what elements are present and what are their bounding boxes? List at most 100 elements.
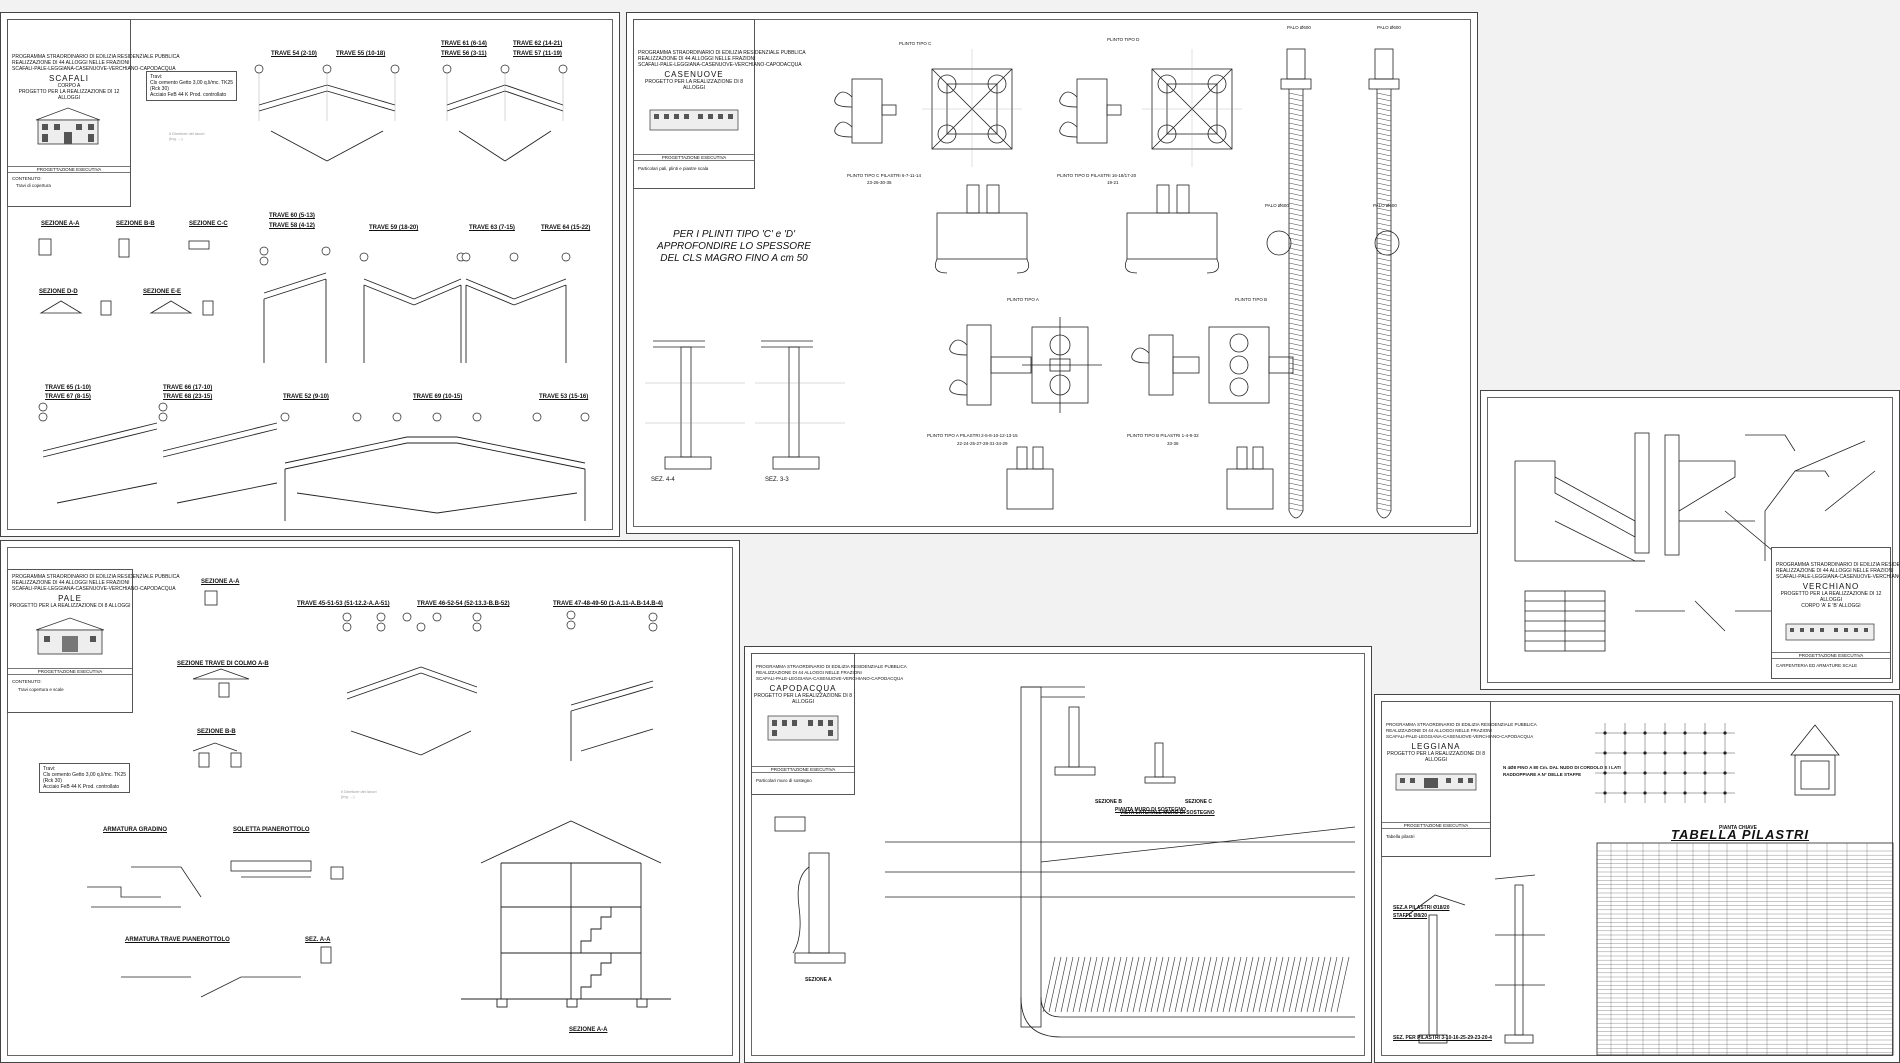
section-label: SEZIONE A-A	[41, 221, 80, 227]
sheet-border	[1487, 397, 1893, 683]
beam-label: TRAVE 58 (4-12)	[269, 223, 315, 229]
title-content: Particolari muro di sostegno	[756, 778, 812, 783]
building-thumbnail	[767, 715, 839, 741]
detail-label: SEZ. A-A	[305, 937, 331, 943]
plinth-label: PLINTO TIPO B	[1235, 297, 1268, 302]
section-label: SEZIONE C	[1185, 799, 1212, 805]
title-line: PROGRAMMA STRAORDINARIO DI EDILIZIA RESI…	[12, 574, 180, 580]
title-block: PROGRAMMA STRAORDINARIO DI EDILIZIA RESI…	[7, 19, 180, 207]
beam-label: TRAVE 54 (2-10)	[271, 51, 317, 57]
title-line: REALIZZAZIONE DI 44 ALLOGGI NELLE FRAZIO…	[1386, 728, 1492, 733]
title-line: SCAFALI-PALE-LEGGIANA-CASENUOVE-VERCHIAN…	[12, 586, 176, 592]
section-label: SEZIONE B-B	[197, 729, 236, 735]
note-line: RADDOPPIARE A N° DELLE STAFFE	[1503, 772, 1582, 777]
beam-label: TRAVE 45-51-53 (51-12.2-A.A-51)	[297, 601, 390, 607]
column-label: SEZ.A PILASTRI Ø18/20	[1393, 905, 1450, 911]
plinth-label: 33-36	[1167, 441, 1179, 446]
section-label: PIANTA MURO DI SOSTEGNO	[1115, 807, 1186, 813]
title-town: VERCHIANO	[1802, 582, 1860, 591]
detail-label: ARMATURA TRAVE PIANEROTTOLO	[125, 937, 230, 943]
plinth-section-drawing	[934, 184, 1220, 274]
title-line: PROGRAMMA STRAORDINARIO DI EDILIZIA RESI…	[638, 50, 806, 56]
section-label: SEZIONE E-E	[143, 289, 182, 295]
building-thumbnail	[1785, 623, 1875, 641]
title-block: PROGRAMMA STRAORDINARIO DI EDILIZIA RESI…	[7, 569, 180, 713]
drawing-sheet-scafali: PROGRAMMA STRAORDINARIO DI EDILIZIA RESI…	[0, 12, 620, 537]
beam-label: TRAVE 68 (23-15)	[163, 394, 213, 400]
title-line: SCAFALI-PALE-LEGGIANA-CASENUOVE-VERCHIAN…	[638, 62, 802, 68]
plinth-plan-drawing	[834, 49, 1242, 167]
note-line: Il Direttore dei lavori	[341, 789, 377, 794]
beam-label: TRAVE 59 (18-20)	[369, 225, 419, 231]
section-label: SEZIONE B	[1095, 799, 1122, 805]
plinth-section-drawing	[1006, 446, 1274, 510]
sheet-border	[1381, 701, 1893, 1056]
section-label: SEZ. 3-3	[765, 477, 789, 483]
title-content: Travi copertura e scale	[18, 687, 64, 692]
title-line: REALIZZAZIONE DI 44 ALLOGGI NELLE FRAZIO…	[12, 580, 130, 586]
title-project: PROGETTO PER LA REALIZZAZIONE DI 8 ALLOG…	[645, 79, 743, 91]
plinth-label: PLINTO TIPO A	[1007, 297, 1039, 302]
drawing-sheet-capodacqua: PROGRAMMA STRAORDINARIO DI EDILIZIA RESI…	[744, 646, 1372, 1063]
beam-label: TRAVE 56 (3-11)	[441, 51, 487, 57]
column-section-drawing	[1404, 874, 1545, 1044]
note-line: APPROFONDIRE LO SPESSORE	[657, 241, 811, 252]
material-note: Travi: Cls cemento Getto 3,00 q.li/mc. T…	[39, 763, 131, 793]
note-line: N 4Ø8 FINO A 80 Cm. DAL NUDO DI CORDOLO …	[1503, 765, 1621, 770]
plinth-label: PLINTO TIPO A PILASTRI 2-5-8-10-12-13-15	[927, 433, 1018, 438]
title-line: REALIZZAZIONE DI 44 ALLOGGI NELLE FRAZIO…	[638, 56, 756, 62]
detail-label: ARMATURA GRADINO	[103, 827, 167, 833]
section-label: SEZIONE A-A	[201, 579, 240, 585]
title-line: REALIZZAZIONE DI 44 ALLOGGI NELLE FRAZIO…	[1776, 568, 1894, 574]
beam-label: TRAVE 69 (10-15)	[413, 394, 463, 400]
table-title: TABELLA PILASTRI	[1671, 827, 1810, 842]
title-content: Particolari pali, plinti e piastre scala	[638, 166, 709, 171]
plinth-label: 23-26-30-35	[867, 180, 892, 185]
beam-label: TRAVE 63 (7-15)	[469, 225, 515, 231]
building-thumbnail	[1395, 773, 1477, 791]
section-label: SEZIONE A-A	[569, 1027, 608, 1033]
note-line: (ing. ...)	[341, 794, 355, 799]
note-line: Travi:	[43, 766, 56, 772]
title-block: PROGRAMMA STRAORDINARIO DI EDILIZIA RESI…	[751, 653, 907, 795]
title-line: PROGRAMMA STRAORDINARIO DI EDILIZIA RESI…	[12, 54, 180, 60]
title-town: CASENUOVE	[664, 70, 724, 79]
detail-label: SOLETTA PIANEROTTOLO	[233, 827, 310, 833]
drawing-sheet-leggiana: PROGRAMMA STRAORDINARIO DI EDILIZIA RESI…	[1374, 694, 1900, 1063]
note-line: DEL CLS MAGRO FINO A cm 50	[660, 253, 808, 264]
retaining-wall-drawing	[774, 686, 1356, 1038]
building-thumbnail	[35, 617, 105, 655]
title-project: PROGETTO PER LA REALIZZAZIONE DI 12 ALLO…	[1780, 591, 1882, 603]
section-details	[192, 590, 250, 768]
beam-label: TRAVE 52 (9-10)	[283, 394, 329, 400]
pile-label: PALO Ø600	[1287, 25, 1311, 30]
pile-label: PALO Ø600	[1373, 203, 1397, 208]
pile-drawing	[1266, 48, 1400, 519]
plinth-label: PLINTO TIPO D	[1107, 37, 1140, 42]
section-label: SEZIONE C-C	[189, 221, 228, 227]
plinth-note: PER I PLINTI TIPO 'C' e 'D' APPROFONDIRE…	[649, 229, 819, 265]
title-line: PROGRAMMA STRAORDINARIO DI EDILIZIA RESI…	[1386, 722, 1537, 727]
title-content: Tabella pilastri	[1386, 834, 1415, 839]
beam-label: TRAVE 64 (15-22)	[541, 225, 591, 231]
title-town: CAPODACQUA	[769, 684, 837, 693]
title-line: REALIZZAZIONE DI 44 ALLOGGI NELLE FRAZIO…	[12, 60, 130, 66]
beam-label: TRAVE 65 (1-10)	[45, 385, 91, 391]
wall-section-drawing	[645, 340, 845, 470]
note-line: Travi:	[150, 74, 163, 80]
plinth-label: PLINTO TIPO C	[899, 41, 932, 46]
note-line: (Rck 30)	[43, 778, 62, 784]
beam-elevation-drawing	[342, 610, 658, 761]
plinth-plan-drawing	[949, 317, 1294, 413]
beam-label: TRAVE 47-48-49-50 (1-A.11-A.B-14.B-4)	[553, 601, 663, 607]
beam-label: TRAVE 53 (15-16)	[539, 394, 589, 400]
drawing-sheet-pale: PROGRAMMA STRAORDINARIO DI EDILIZIA RESI…	[0, 540, 740, 1063]
title-phase: PROGETTAZIONE ESECUTIVA	[8, 166, 130, 173]
section-label: SEZIONE A	[805, 977, 832, 983]
stair-drawing	[1514, 432, 1876, 652]
note-line: Cls cemento Getto 3,00 q.li/mc. TK25	[150, 80, 234, 86]
stair-detail-drawing	[87, 860, 344, 998]
key-plan-label: PIANTA CHIAVE	[1719, 825, 1757, 831]
building-thumbnail	[649, 109, 739, 131]
beam-elevation-drawing	[254, 64, 568, 162]
